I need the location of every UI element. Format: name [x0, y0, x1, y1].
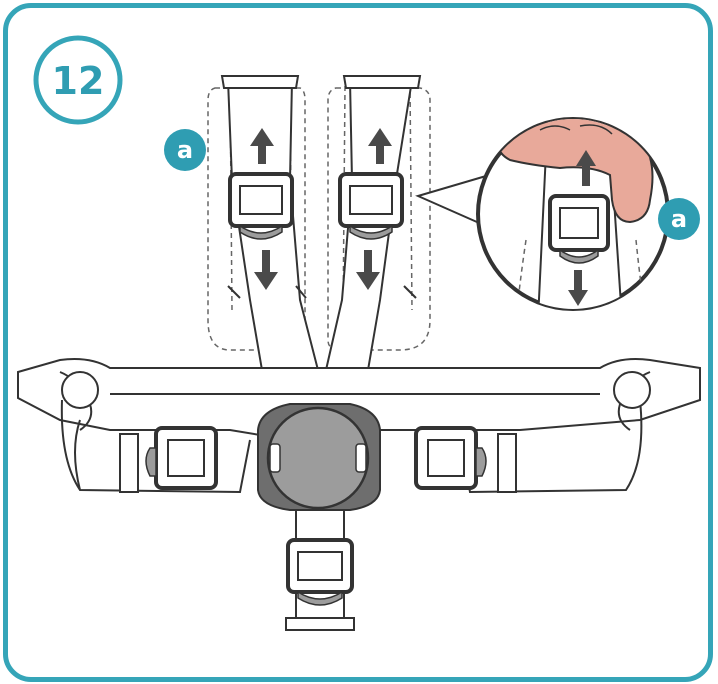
down-arrow-icon — [254, 250, 278, 290]
zoom-detail-circle — [476, 117, 670, 311]
shoulder-adjuster-right — [338, 172, 404, 240]
callout-a-left: a — [164, 129, 206, 171]
zoom-callout-pointer — [415, 174, 487, 228]
crotch-adjuster — [286, 538, 354, 606]
central-buckle — [257, 403, 381, 511]
down-arrow-icon — [356, 250, 380, 290]
callout-label: a — [671, 205, 687, 233]
up-arrow-icon — [576, 150, 596, 186]
step-number-badge: 12 — [33, 35, 123, 125]
finger-illustration — [497, 119, 654, 224]
callout-label: a — [177, 136, 193, 164]
waist-buckle-right — [414, 426, 517, 493]
step-number: 12 — [52, 59, 105, 103]
shoulder-adjuster-left — [228, 172, 294, 240]
waist-buckle-left — [119, 426, 218, 493]
up-arrow-icon — [250, 128, 274, 164]
down-arrow-icon — [568, 270, 588, 306]
callout-a-right: a — [658, 198, 700, 240]
up-arrow-icon — [368, 128, 392, 164]
